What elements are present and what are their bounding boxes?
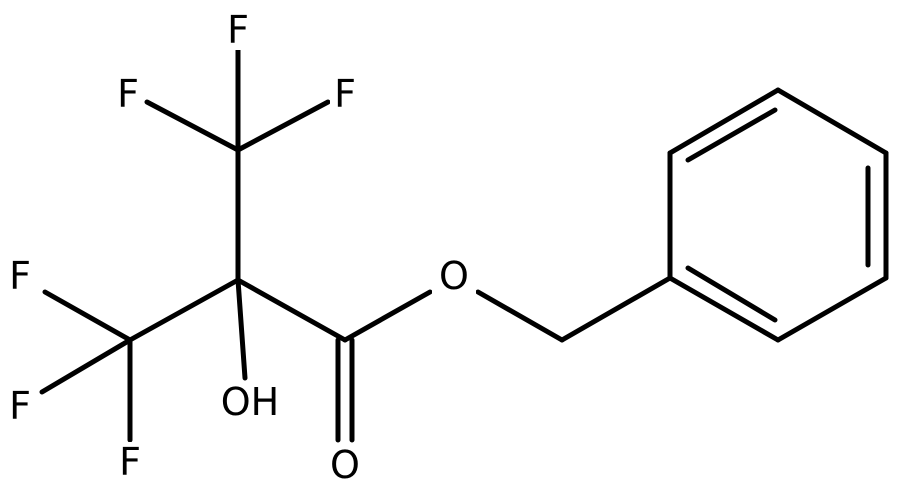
atom-label-oh: OH [221, 380, 279, 424]
atom-label-f-lower-left: F [9, 384, 31, 428]
ring-bond-2 [667, 87, 781, 156]
atom-label-o-carbonyl: O [330, 443, 360, 487]
bond-cf3top-f-upper-right [235, 99, 331, 153]
ring-bond-5 [775, 275, 889, 343]
atom-label-f-upper-right: F [334, 72, 356, 116]
bond-cf3left-f-mid-left [42, 289, 133, 343]
atom-label-backgrounds [2, 10, 476, 487]
bond-ester-o-ch2 [475, 289, 565, 343]
bond-central-oh [235, 277, 248, 381]
atom-label-f-bottom: F [119, 440, 141, 484]
bond-central-cf3left [127, 277, 241, 343]
bond-central-carbonyl-c [235, 277, 348, 343]
bond-cf3top-f-upper-left [144, 99, 241, 153]
bond-carbonyl-c-ester-o [342, 289, 433, 343]
ring-inner-bond-bottom-left [685, 265, 778, 323]
bonds [39, 47, 889, 443]
atom-label-o-ester: O [439, 254, 469, 298]
atom-label-f-top: F [227, 8, 249, 52]
atom-labels: F F F F F F OH O O [9, 8, 469, 487]
atom-label-f-upper-left: F [117, 72, 139, 116]
bond-ch2-ring [559, 275, 673, 343]
ring-bond-3 [775, 87, 889, 156]
atom-label-f-mid-left: F [9, 254, 31, 298]
ring-inner-bond-top-left [685, 107, 778, 163]
ring-bond-6 [667, 275, 781, 343]
bond-cf3left-f-lower-left [39, 337, 133, 395]
